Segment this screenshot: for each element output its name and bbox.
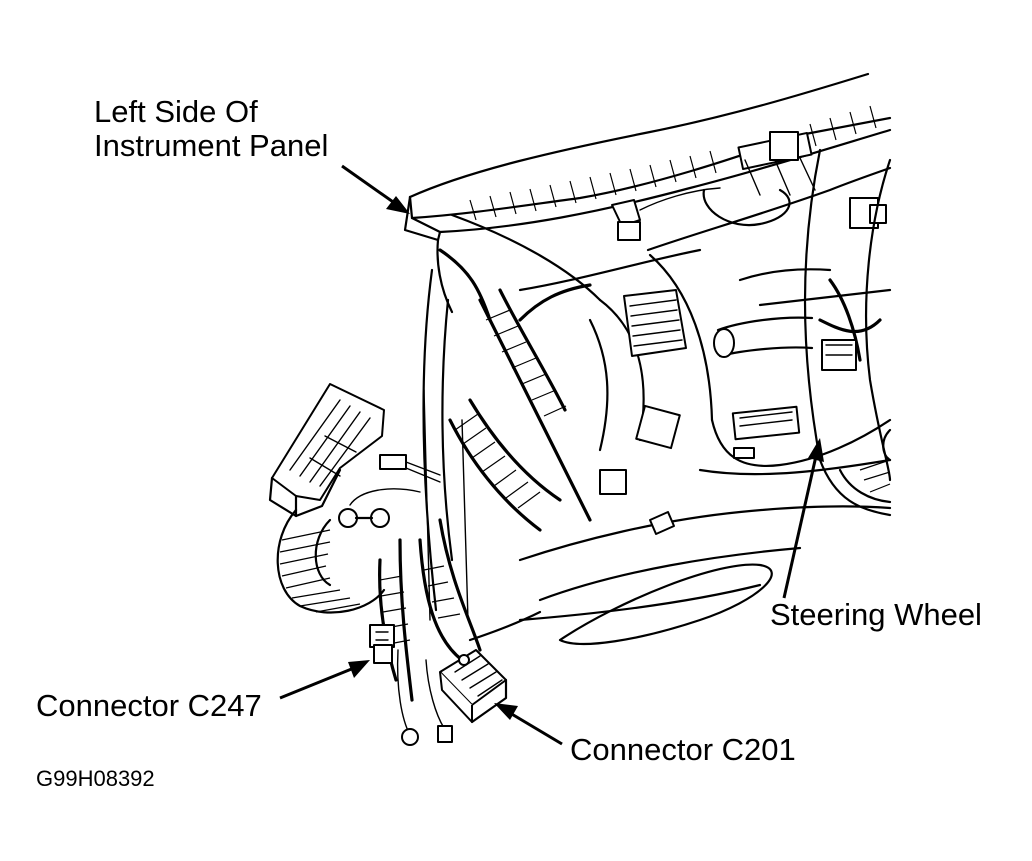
dash-pad-texture xyxy=(469,105,877,221)
connector-c201-part xyxy=(439,649,508,724)
steering-wheel-arrow xyxy=(782,455,818,599)
panel-arrow-head xyxy=(386,196,410,214)
c247-arrow xyxy=(279,666,355,700)
connector-c201-label: Connector C201 xyxy=(570,732,796,767)
connector-c247-part xyxy=(369,624,453,746)
steering-wheel-label: Steering Wheel xyxy=(770,597,982,632)
figure-code: G99H08392 xyxy=(36,766,155,791)
c247-arrow-head xyxy=(348,660,370,678)
panel-label-line1: Left Side Of xyxy=(94,94,258,129)
panel-arrow xyxy=(341,164,397,206)
c201-arrow-head xyxy=(494,703,518,720)
center-connectors xyxy=(599,187,887,535)
steering-wheel-part xyxy=(838,158,892,504)
connector-c247-label: Connector C247 xyxy=(36,688,262,723)
panel-label-line2: Instrument Panel xyxy=(94,128,329,163)
instrument-panel-outline xyxy=(403,72,892,645)
left-module xyxy=(268,383,385,518)
leader-arrows xyxy=(279,164,824,746)
main-harness xyxy=(276,248,592,702)
left-small-parts xyxy=(338,454,441,528)
c201-arrow xyxy=(509,711,563,746)
steering-wheel-arrow-head xyxy=(808,438,824,462)
